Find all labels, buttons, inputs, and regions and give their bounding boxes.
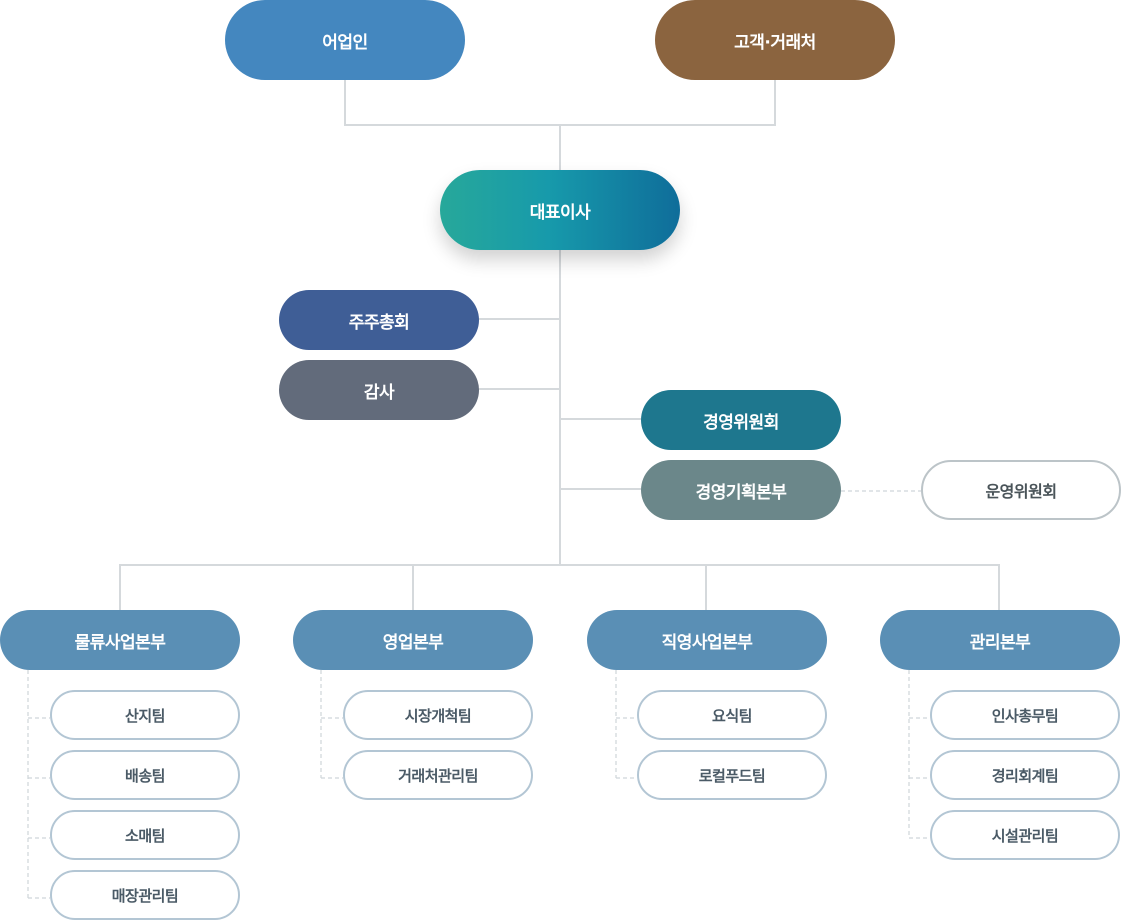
division-logistics: 물류사업본부 — [0, 610, 240, 670]
team-node: 배송팀 — [50, 750, 240, 800]
team-node: 인사총무팀 — [930, 690, 1120, 740]
team-node: 매장관리팀 — [50, 870, 240, 920]
team-node: 산지팀 — [50, 690, 240, 740]
ceo-node: 대표이사 — [440, 170, 680, 250]
shareholders-node: 주주총회 — [279, 290, 479, 350]
management-committee-node: 경영위원회 — [641, 390, 841, 450]
audit-node: 감사 — [279, 360, 479, 420]
team-node: 시장개척팀 — [343, 690, 533, 740]
operation-committee-node: 운영위원회 — [921, 460, 1121, 520]
team-node: 시설관리팀 — [930, 810, 1120, 860]
fishermen-node: 어업인 — [225, 0, 465, 80]
team-node: 요식팀 — [637, 690, 827, 740]
team-node: 거래처관리팀 — [343, 750, 533, 800]
division-direct-business: 직영사업본부 — [587, 610, 827, 670]
team-node: 로컬푸드팀 — [637, 750, 827, 800]
customers-node: 고객·거래처 — [655, 0, 895, 80]
division-sales: 영업본부 — [293, 610, 533, 670]
division-management: 관리본부 — [880, 610, 1120, 670]
team-node: 경리회계팀 — [930, 750, 1120, 800]
planning-hq-node: 경영기획본부 — [641, 460, 841, 520]
team-node: 소매팀 — [50, 810, 240, 860]
